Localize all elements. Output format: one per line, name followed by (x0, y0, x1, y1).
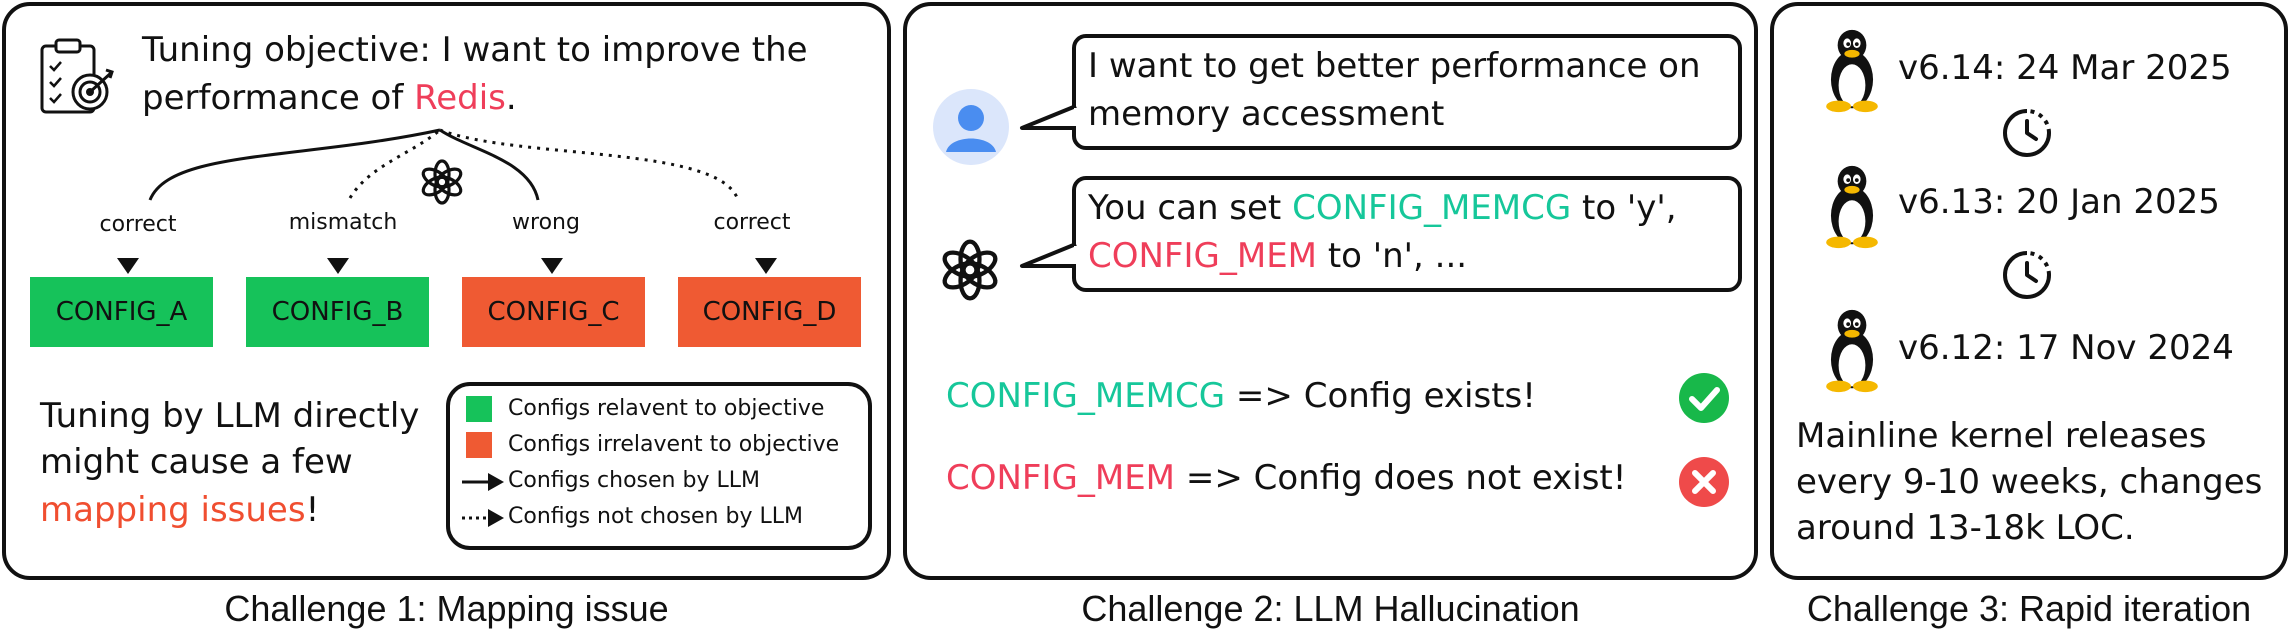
release-v6-13: v6.13: 20 Jan 2025 (1898, 182, 2220, 222)
mapping-note-suffix: ! (305, 490, 320, 530)
tux-penguin-icon (1826, 165, 1878, 249)
cross-icon (1679, 457, 1729, 507)
legend-solid-arrow-icon (462, 473, 504, 491)
clock-icon (2003, 109, 2051, 157)
legend-relevant-swatch (466, 396, 492, 422)
objective-prefix: performance of (142, 78, 415, 118)
release-v6-14: v6.14: 24 Mar 2025 (1898, 48, 2232, 88)
check-icon (1679, 373, 1729, 423)
mapping-note-line2: might cause a few (40, 442, 353, 482)
kernel-note-line3: around 13-18k LOC. (1796, 508, 2135, 548)
mapping-note-highlight: mapping issues (40, 490, 306, 530)
result-exists-message: => Config exists! (1225, 376, 1536, 416)
user-bubble-tail (1020, 104, 1078, 130)
llm-logo-icon (418, 159, 466, 205)
llm-line1-suffix: to 'y', (1571, 188, 1677, 228)
legend-irrelevant-swatch (466, 432, 492, 458)
llm-line2-suffix: to 'n', ... (1317, 236, 1468, 276)
result-not-exist-config: CONFIG_MEM (946, 458, 1176, 498)
result-exists-config: CONFIG_MEMCG (946, 376, 1226, 416)
objective-suffix: . (505, 78, 517, 118)
llm-line2-config: CONFIG_MEM (1088, 236, 1318, 276)
llm-line1-prefix: You can set (1088, 188, 1293, 228)
clock-icon (2003, 251, 2051, 299)
mapping-label-a: correct (99, 212, 177, 237)
mapping-label-d: correct (713, 210, 791, 235)
llm-message-bubble (1072, 176, 1742, 292)
result-not-exist-message: => Config does not exist! (1175, 458, 1627, 498)
mapping-note-line3: mapping issues! (40, 490, 319, 530)
config-d-box: CONFIG_D (678, 277, 861, 347)
release-v6-12: v6.12: 17 Nov 2024 (1898, 328, 2234, 368)
caption-challenge-1: Challenge 1: Mapping issue (224, 588, 669, 629)
legend-dotted-arrow-icon (462, 509, 504, 527)
tuning-objective-line1: Tuning objective: I want to improve the (142, 30, 808, 70)
legend-chosen-label: Configs chosen by LLM (508, 468, 760, 493)
tux-penguin-icon (1826, 29, 1878, 113)
caption-challenge-3: Challenge 3: Rapid iteration (1806, 588, 2252, 629)
user-message-bubble (1072, 34, 1742, 150)
result-exists-text: CONFIG_MEMCG => Config exists! (946, 376, 1536, 416)
config-a-box: CONFIG_A (30, 277, 213, 347)
caption-challenge-2: Challenge 2: LLM Hallucination (1081, 588, 1580, 629)
tux-penguin-icon (1826, 309, 1878, 393)
mapping-label-c: wrong (512, 210, 580, 235)
mapping-note-line1: Tuning by LLM directly (40, 396, 420, 436)
clipboard-target-icon (40, 38, 114, 114)
llm-line1-config: CONFIG_MEMCG (1292, 188, 1572, 228)
llm-logo-icon (936, 236, 1004, 304)
user-message-line1: I want to get better performance on (1088, 46, 1701, 86)
mapping-label-b: mismatch (288, 210, 398, 235)
tuning-objective-line2: performance of Redis. (142, 78, 517, 118)
kernel-note-line2: every 9-10 weeks, changes (1796, 462, 2263, 502)
user-avatar-icon (933, 89, 1009, 165)
user-message-line2: memory accessment (1088, 94, 1445, 134)
kernel-note-line1: Mainline kernel releases (1796, 416, 2207, 456)
result-not-exist-text: CONFIG_MEM => Config does not exist! (946, 458, 1626, 498)
legend-irrelevant-label: Configs irrelavent to objective (508, 432, 840, 457)
llm-bubble-tail (1020, 242, 1078, 268)
legend-not-chosen-label: Configs not chosen by LLM (508, 504, 803, 529)
legend (446, 382, 872, 550)
mapping-connectors (117, 128, 777, 274)
config-c-box: CONFIG_C (462, 277, 645, 347)
llm-message-line1: You can set CONFIG_MEMCG to 'y', (1088, 188, 1677, 228)
llm-message-line2: CONFIG_MEM to 'n', ... (1088, 236, 1467, 276)
objective-highlight: Redis (414, 78, 506, 118)
config-b-box: CONFIG_B (246, 277, 429, 347)
legend-relevant-label: Configs relavent to objective (508, 396, 825, 421)
